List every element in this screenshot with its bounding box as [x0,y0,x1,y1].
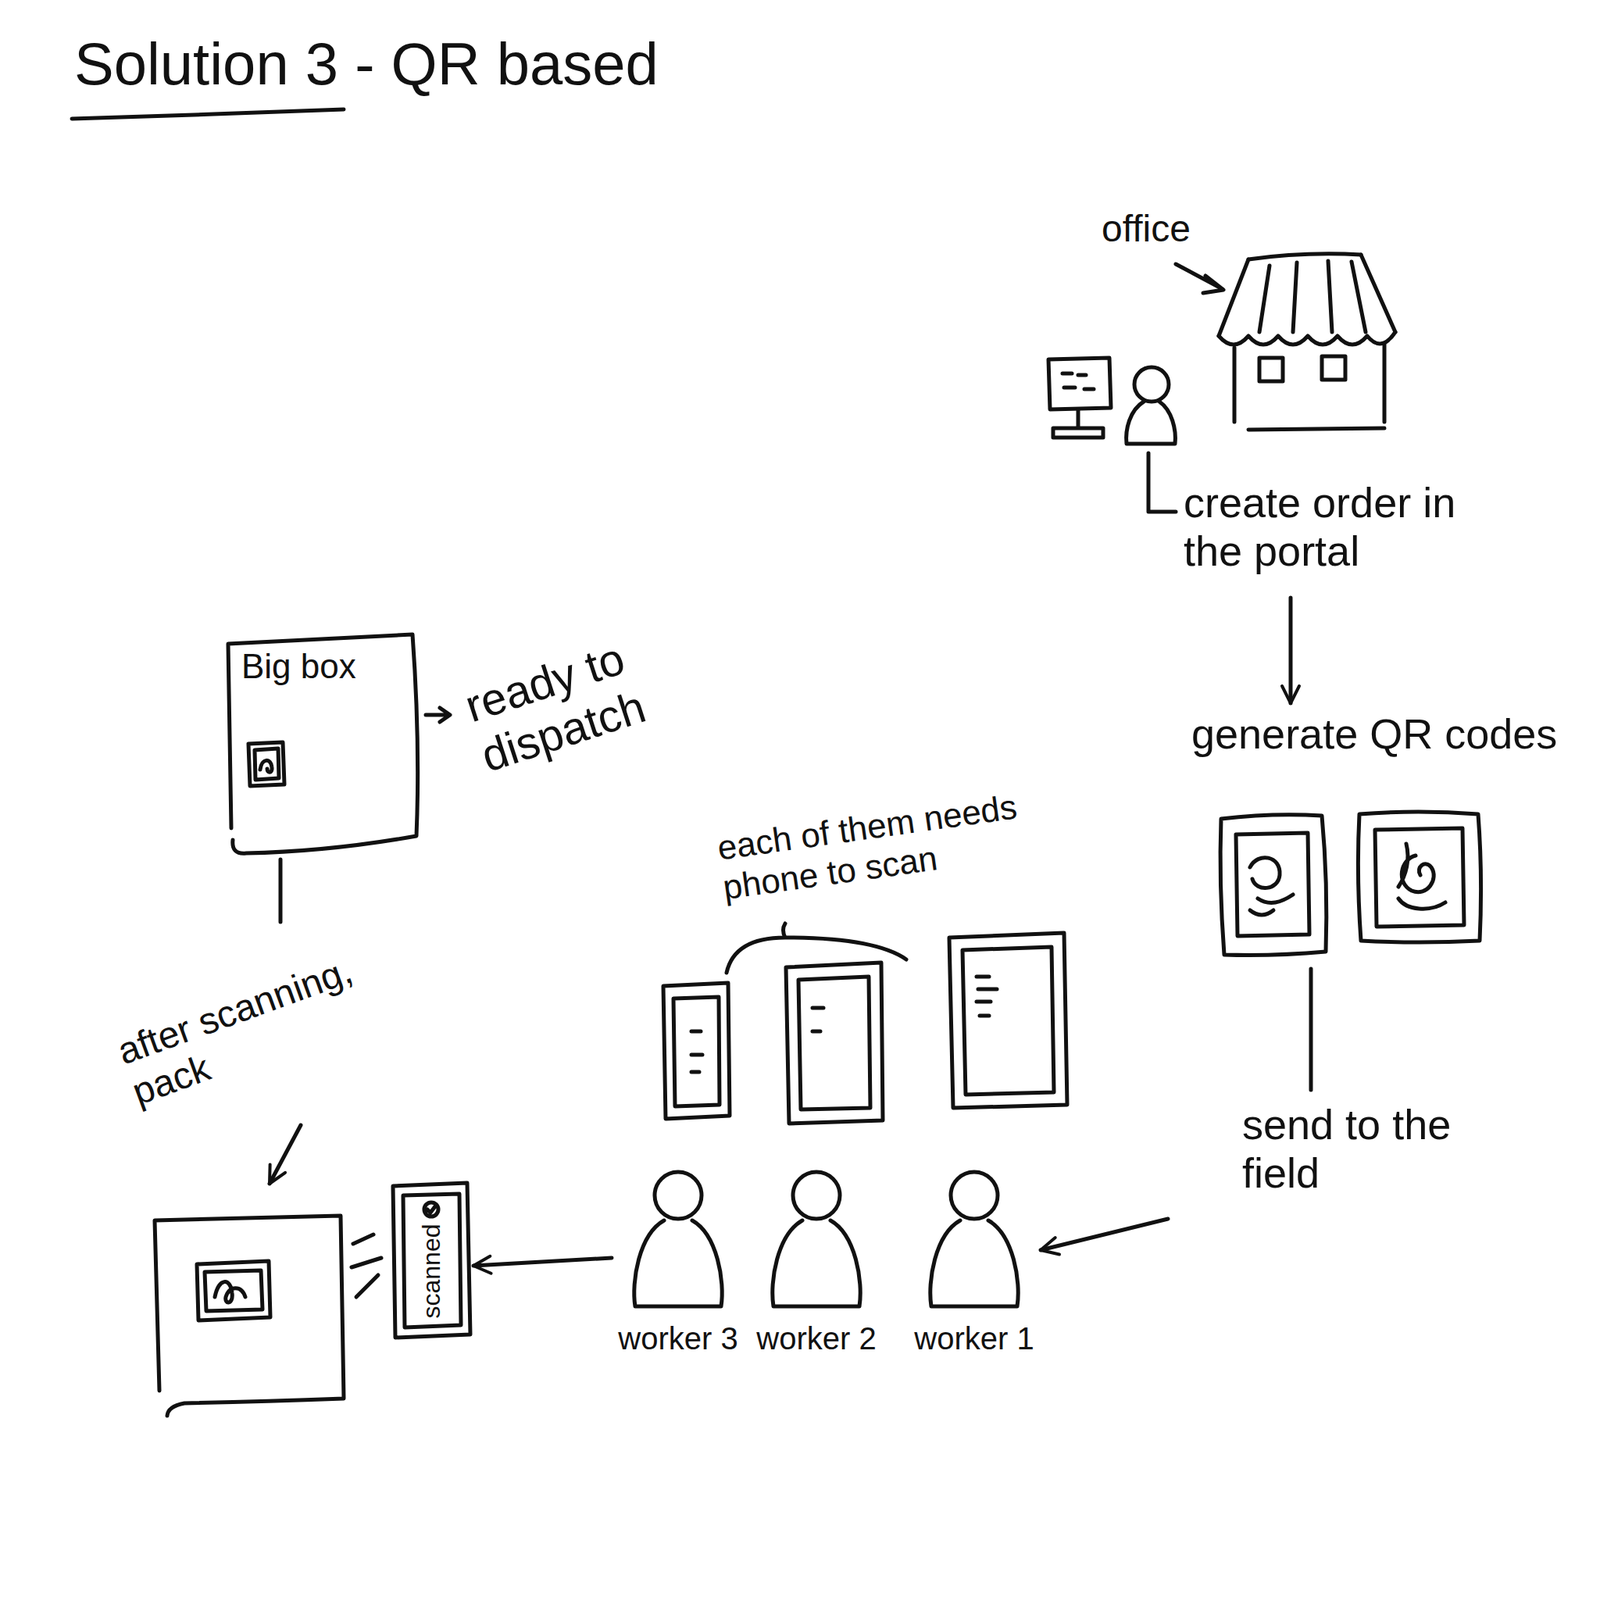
node-label: worker 2 [756,1320,876,1357]
phone-icon [949,932,1068,1108]
sketch-stroke [196,1260,271,1321]
scanned-package: scanned [153,1183,474,1416]
worker-figure: worker 3 [611,1164,745,1399]
worker-figure: worker 2 [750,1164,883,1399]
sketch-stroke [654,1171,702,1219]
sketch-stroke [228,634,418,854]
node-label: generate QR codes [1191,709,1558,758]
sketch-stroke [634,1220,722,1307]
node-label: scanned [417,1224,447,1319]
node-sketch [1048,253,1396,444]
step-label: create order in the portal [1183,478,1497,575]
sketch-stroke [248,742,285,786]
sketch-stroke [1357,811,1481,943]
qr-codes: generate QR codes [1183,703,1586,969]
node-sketch [634,1171,722,1307]
node-label: worker 3 [617,1320,738,1357]
title-underline [71,109,344,119]
sketch-stroke [1126,401,1176,444]
node-label: Big box [241,646,357,687]
node-outline [1039,199,1407,454]
sketch-stroke [1218,332,1396,345]
sketch-stroke [154,1215,344,1416]
node-label: office [1101,207,1191,250]
sketch-stroke [1235,832,1310,936]
node-sketch [154,1182,471,1416]
step-label: send to the field [1242,1100,1524,1197]
worker-figure: worker 1 [907,1164,1041,1399]
node-sketch [930,1171,1018,1307]
sketch-stroke [392,1182,471,1338]
node-outline [611,1164,745,1399]
sketch-stroke [1250,857,1293,915]
node-sketch [228,634,418,854]
sketch-stroke [1259,260,1366,333]
phone-icon [785,962,883,1124]
sketch-stroke [950,1171,998,1219]
sketch-stroke [424,1202,439,1217]
big-box: Big box [224,632,422,860]
node-label: worker 1 [914,1320,1034,1357]
dispatch-leader [425,707,450,722]
sketch-stroke [351,1234,382,1297]
note-text: each of them needs phone to scan [714,781,1067,908]
office-building: office [1039,199,1407,454]
node-outline [907,1164,1041,1399]
sketch-stroke [1375,828,1465,927]
status-note: ready to dispatch [458,603,736,783]
sketch-stroke [1234,343,1385,422]
sketch-stroke [1248,253,1361,260]
diagram-title: Solution 3 - QR based [74,29,659,98]
sketch-stroke [930,1220,1018,1307]
node-sketch [772,1171,861,1307]
phone-icon [663,982,730,1119]
sketch-stroke [1398,843,1446,909]
sketch-stroke [1048,357,1111,410]
sketch-stroke [1220,814,1327,956]
office-leader [1175,264,1224,293]
sketch-stroke [792,1171,840,1219]
sketch-stroke [1248,428,1385,430]
node-outline [750,1164,883,1399]
step-label: after scanning, pack [111,925,436,1115]
node-sketch [1220,811,1482,956]
sketch-stroke [1134,367,1169,402]
sketch-stroke [1053,409,1104,438]
sketch-stroke [1259,356,1346,382]
sketch-stroke [1218,254,1396,336]
flow-arrow [473,1257,612,1266]
sketch-stroke [772,1220,861,1307]
